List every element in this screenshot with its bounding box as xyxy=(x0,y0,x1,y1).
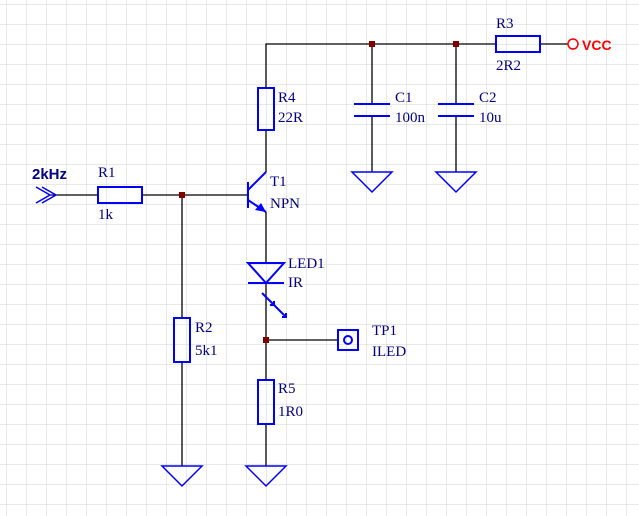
vcc-port[interactable]: VCC xyxy=(567,37,612,53)
ground-icon xyxy=(434,171,478,194)
resistor-r5-value: 1R0 xyxy=(278,404,303,420)
resistor-r1-ref: R1 xyxy=(98,165,116,181)
resistor-r2-value: 5k1 xyxy=(195,343,218,359)
testpoint-tp1-pad-icon xyxy=(343,335,353,345)
resistor-r4-body xyxy=(257,87,275,131)
testpoint-tp1-value: ILED xyxy=(372,344,406,360)
resistor-r4-ref: R4 xyxy=(278,90,296,106)
capacitor-c1-ref: C1 xyxy=(395,90,413,106)
testpoint-tp1-square-icon xyxy=(337,329,359,351)
resistor-r3[interactable]: R3 2R2 xyxy=(495,16,541,74)
junction-dot xyxy=(369,41,375,47)
input-net-label: 2kHz xyxy=(32,166,67,183)
resistor-r5[interactable]: R5 1R0 xyxy=(257,379,303,425)
testpoint-tp1[interactable]: TP1 ILED xyxy=(337,323,406,360)
transistor-t1-value: NPN xyxy=(270,196,300,212)
vcc-label: VCC xyxy=(582,37,612,53)
capacitor-c2-value: 10u xyxy=(479,110,502,126)
capacitor-c2-ref: C2 xyxy=(479,90,497,106)
resistor-r4-value: 22R xyxy=(278,110,303,126)
led-led1[interactable]: LED1 IR xyxy=(245,256,325,318)
resistor-r2-ref: R2 xyxy=(195,320,213,336)
led-led1-value: IR xyxy=(288,275,303,291)
vcc-terminal-icon xyxy=(567,38,579,50)
resistor-r3-ref: R3 xyxy=(496,16,514,32)
resistor-r5-body xyxy=(257,379,275,425)
input-arrow-icon xyxy=(35,186,58,204)
resistor-r3-body xyxy=(495,35,541,53)
testpoint-tp1-ref: TP1 xyxy=(372,323,397,339)
transistor-t1[interactable]: T1 NPN xyxy=(247,171,300,213)
ground-icon xyxy=(160,465,204,488)
junctions xyxy=(179,41,459,343)
resistor-r2-body xyxy=(173,317,191,363)
junction-dot xyxy=(263,337,269,343)
ground-symbols xyxy=(160,171,478,488)
capacitor-c2-plates-icon xyxy=(438,103,474,117)
transistor-t1-ref: T1 xyxy=(270,174,287,190)
resistor-r5-ref: R5 xyxy=(278,381,296,397)
resistor-r2[interactable]: R2 5k1 xyxy=(173,317,218,363)
resistor-r1[interactable]: R1 1k xyxy=(97,165,143,223)
ground-icon xyxy=(244,465,288,488)
resistor-r4[interactable]: R4 22R xyxy=(257,87,303,131)
led-led1-ref: LED1 xyxy=(288,256,325,272)
junction-dot xyxy=(453,41,459,47)
ground-icon xyxy=(350,171,394,194)
led-led1-emission-arrows-icon xyxy=(261,292,287,318)
capacitor-c1[interactable]: C1 100n xyxy=(354,90,426,126)
junction-dot xyxy=(179,192,185,198)
resistor-r3-value: 2R2 xyxy=(496,58,521,74)
resistor-r1-body xyxy=(97,186,143,204)
capacitor-c1-plates-icon xyxy=(354,103,390,117)
led-led1-diode-icon xyxy=(245,262,287,285)
capacitor-c1-value: 100n xyxy=(395,110,426,126)
capacitor-c2[interactable]: C2 10u xyxy=(438,90,502,126)
transistor-t1-emitter-arrow-icon xyxy=(255,203,266,212)
resistor-r1-value: 1k xyxy=(98,207,114,223)
input-port[interactable]: 2kHz xyxy=(32,166,67,204)
wires xyxy=(50,43,568,466)
